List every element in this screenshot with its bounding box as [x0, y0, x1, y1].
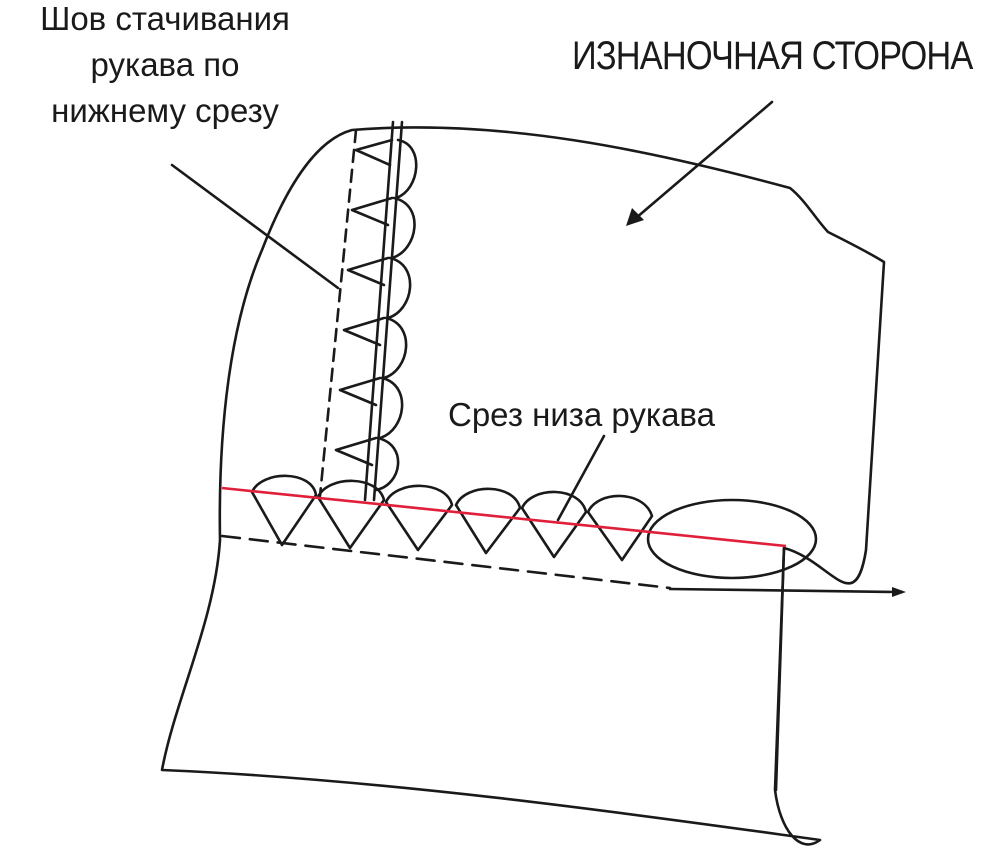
wrong-side-arrowhead	[626, 208, 644, 226]
sleeve-outline	[160, 126, 886, 846]
seam-dashed-line	[318, 128, 358, 498]
seam-stitch-line-1	[363, 120, 395, 502]
seam-label-line-1: Шов стачивания	[40, 0, 290, 37]
seam-leader-line	[170, 163, 340, 290]
sleeve-fold-edge	[774, 546, 786, 792]
overlock-end-oval	[646, 498, 818, 580]
wrong-side-label: ИЗНАНОЧНАЯ СТОРОНА	[572, 34, 973, 78]
vertical-overlock-loops	[374, 138, 418, 492]
hem-overlock-loops	[250, 474, 654, 562]
wrong-side-leader-line	[634, 100, 774, 220]
hem-dashed-line	[220, 534, 672, 590]
hem-cut-red-line	[221, 486, 787, 548]
seam-label-line-3: нижнему срезу	[51, 92, 279, 129]
seam-label: Шов стачивания рукава по нижнему срезу	[0, 2, 330, 140]
direction-arrow-line	[668, 587, 900, 594]
vertical-overlock-stitch	[334, 138, 394, 467]
hem-leader-line	[556, 434, 606, 522]
hem-edge-label: Срез низа рукава	[448, 396, 715, 433]
direction-arrowhead	[892, 587, 906, 597]
seam-label-line-2: рукава по	[90, 46, 240, 83]
